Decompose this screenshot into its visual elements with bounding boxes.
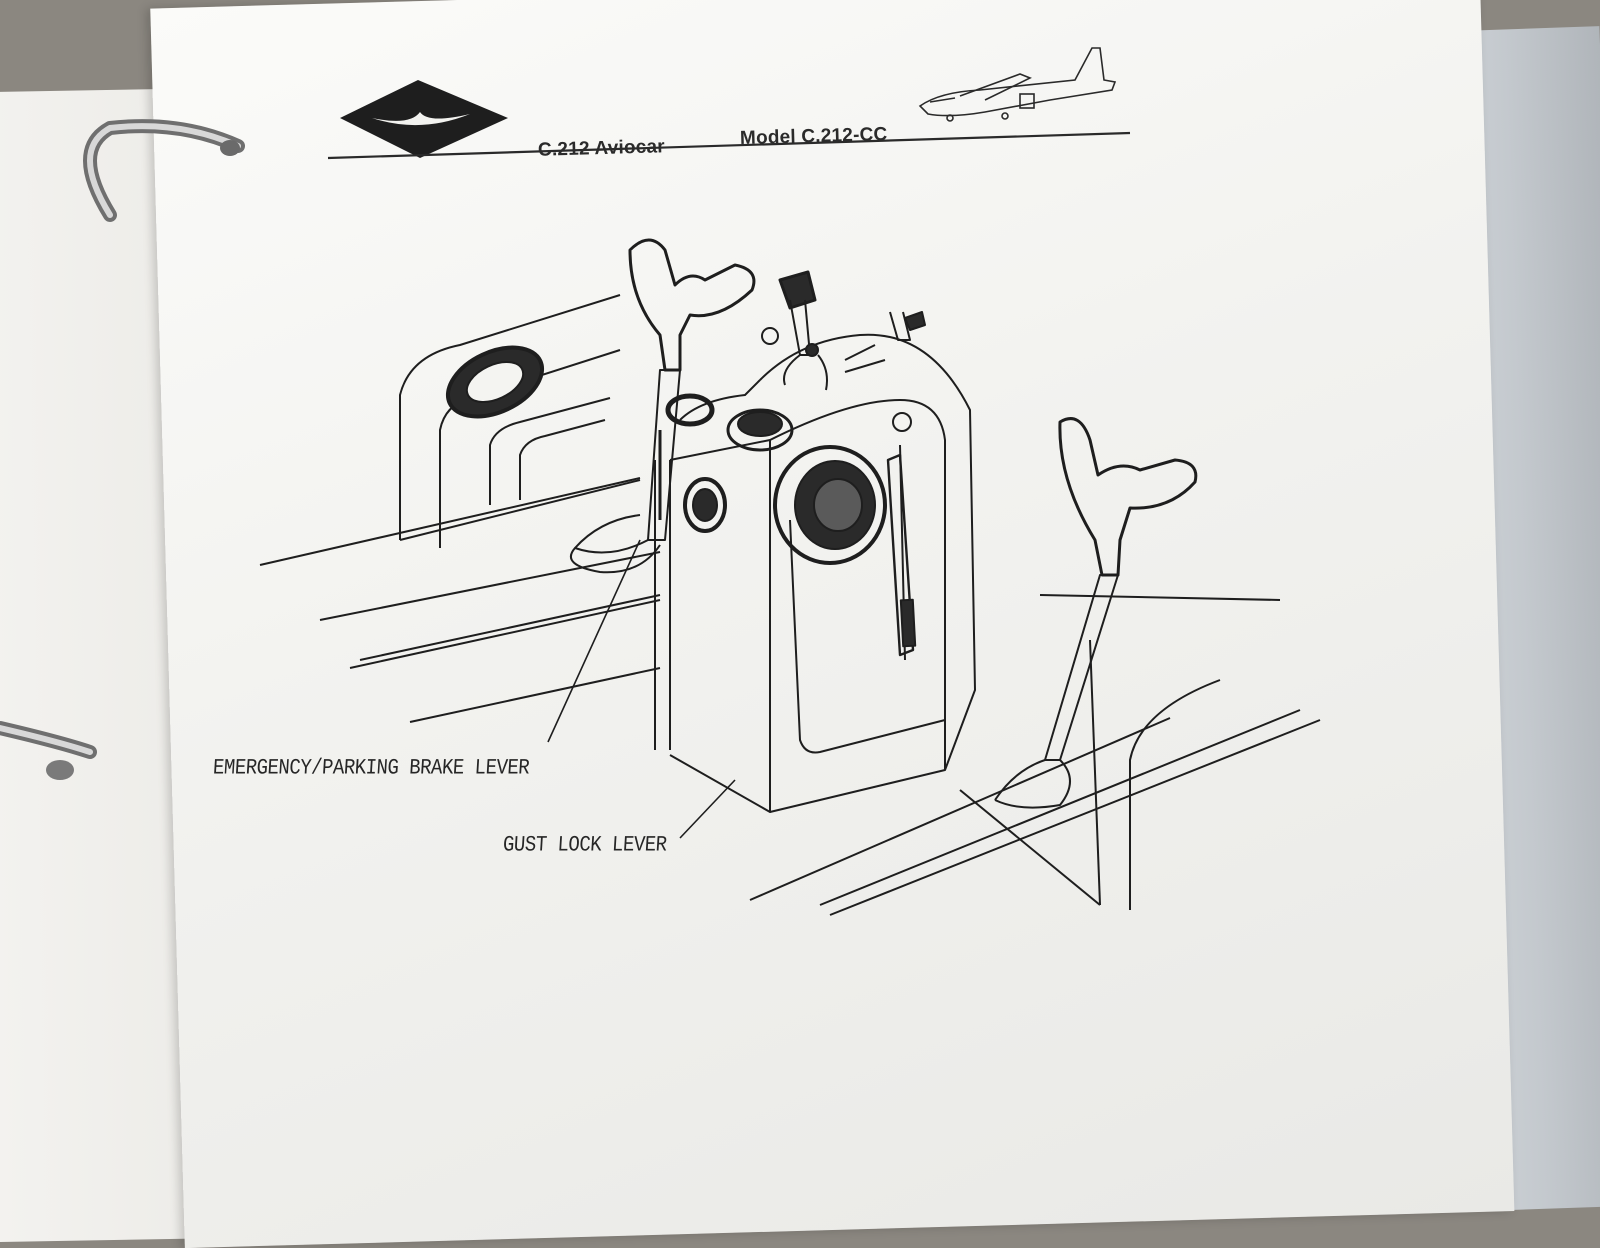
punch-hole — [46, 760, 74, 780]
punch-hole — [220, 140, 240, 156]
aircraft-title: C.212 Aviocar — [537, 136, 666, 161]
callout-gust-lock-lever: GUST LOCK LEVER — [502, 832, 668, 858]
callout-leader-gust — [679, 779, 736, 839]
binder-ring-icon — [0, 119, 245, 759]
callout-leader-brake — [547, 539, 641, 743]
page-artwork — [0, 47, 1321, 916]
model-title: Model C.212-CC — [739, 123, 888, 150]
cockpit-pedestal-illustration — [259, 238, 1321, 916]
aircraft-side-view-icon — [918, 47, 1117, 122]
diamond-bird-logo — [340, 80, 508, 158]
header-rule — [327, 131, 1131, 160]
callout-emergency-parking-brake-lever: EMERGENCY/PARKING BRAKE LEVER — [212, 755, 530, 781]
